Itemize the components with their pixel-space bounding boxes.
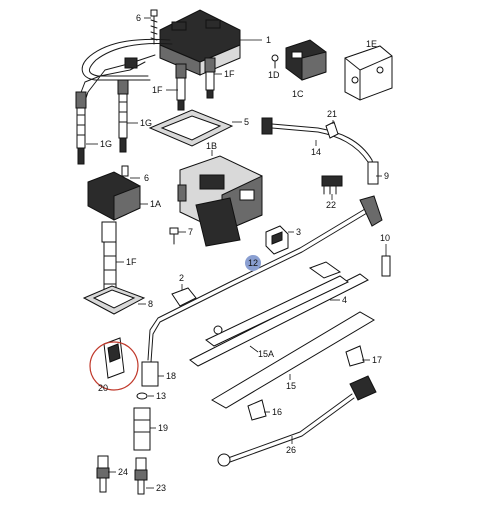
label-2: 2 <box>179 273 184 283</box>
ignition-lead-plug-4[interactable] <box>204 57 216 99</box>
wiring-harness-26[interactable] <box>217 375 377 467</box>
label-26: 26 <box>286 445 296 455</box>
label-1c: 1C <box>292 89 304 99</box>
connector-10[interactable] <box>381 255 391 277</box>
cover-strip-15[interactable] <box>211 311 375 409</box>
screw-1d[interactable] <box>271 54 279 69</box>
label-16: 16 <box>272 407 282 417</box>
ignition-coil-top[interactable] <box>159 9 241 76</box>
washer-13[interactable] <box>136 392 148 400</box>
label-3: 3 <box>296 227 301 237</box>
gasket-5[interactable] <box>148 109 234 147</box>
label-6-mid: 6 <box>144 173 149 183</box>
label-19: 19 <box>158 423 168 433</box>
label-4: 4 <box>342 295 347 305</box>
spark-plug-23[interactable] <box>134 457 148 495</box>
bracket-4[interactable] <box>308 261 342 279</box>
clip-17[interactable] <box>345 345 365 367</box>
clip-16[interactable] <box>247 399 267 421</box>
label-7: 7 <box>188 227 193 237</box>
clip-21[interactable] <box>325 121 339 139</box>
bolt-6-top[interactable] <box>150 9 158 45</box>
label-10: 10 <box>380 233 390 243</box>
label-15: 15 <box>286 381 296 391</box>
highlight-badge-12 <box>245 255 261 271</box>
label-12: 12 <box>248 258 258 268</box>
label-1d: 1D <box>268 70 280 80</box>
label-14: 14 <box>311 147 321 157</box>
label-20: 20 <box>98 383 108 393</box>
label-22: 22 <box>326 200 336 210</box>
label-1: 1 <box>266 35 271 45</box>
label-24: 24 <box>118 467 128 477</box>
connector-9[interactable] <box>367 161 379 185</box>
ignition-lead-plug-2[interactable] <box>117 79 129 153</box>
clip-3[interactable] <box>265 225 289 255</box>
label-9: 9 <box>384 171 389 181</box>
label-6-top: 6 <box>136 13 141 23</box>
label-1a: 1A <box>150 199 161 209</box>
control-module-1c[interactable] <box>285 39 327 81</box>
label-1b: 1B <box>206 141 217 151</box>
label-1g-a: 1G <box>140 118 152 128</box>
leader-lines <box>86 17 387 489</box>
bracket-1e[interactable] <box>344 45 393 101</box>
label-21: 21 <box>327 109 337 119</box>
clip-2[interactable] <box>171 287 197 307</box>
gasket-8[interactable] <box>82 285 146 315</box>
ignition-lead-plug-3[interactable] <box>175 63 187 111</box>
label-15a: 15A <box>258 349 274 359</box>
ignition-lead-plug-1[interactable] <box>75 91 87 165</box>
spark-plug-connector-19[interactable] <box>133 407 151 451</box>
part-20-detail[interactable] <box>103 337 125 379</box>
label-1e: 1E <box>366 39 377 49</box>
spark-plug-24[interactable] <box>96 455 110 493</box>
ignition-lead-12[interactable] <box>141 195 383 387</box>
label-5: 5 <box>244 117 249 127</box>
label-8: 8 <box>148 299 153 309</box>
coil-rod-1f[interactable] <box>101 221 117 295</box>
cable-duct-15a[interactable] <box>189 273 369 367</box>
ignition-lead-harness[interactable] <box>79 38 173 111</box>
connector-22[interactable] <box>321 175 343 195</box>
bolt-7[interactable] <box>169 227 179 245</box>
ignition-coil-1a[interactable] <box>87 165 141 221</box>
callout-circle-20 <box>89 341 139 391</box>
label-1f-left: 1F <box>152 85 163 95</box>
label-1g-b: 1G <box>100 139 112 149</box>
label-23: 23 <box>156 483 166 493</box>
label-17: 17 <box>372 355 382 365</box>
label-1f-top: 1F <box>224 69 235 79</box>
ignition-module-1b[interactable] <box>177 155 263 247</box>
callout-labels: 6 1 1D 1C 1E 1F 1F 5 1G 1G 21 14 1B 6 1A… <box>98 13 390 493</box>
label-13: 13 <box>156 391 166 401</box>
label-1f-lower: 1F <box>126 257 137 267</box>
label-18: 18 <box>166 371 176 381</box>
